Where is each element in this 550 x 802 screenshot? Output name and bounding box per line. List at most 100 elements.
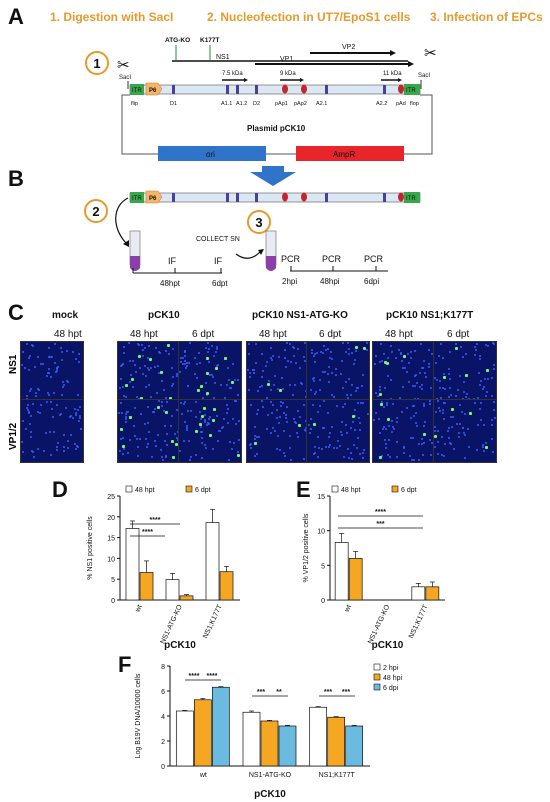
nucleus-dot [327, 412, 330, 415]
nucleus-dot [269, 431, 272, 434]
positive-cell-dot [169, 396, 173, 400]
nucleus-dot [391, 430, 394, 433]
nucleus-dot [265, 397, 268, 400]
nucleus-dot [119, 449, 122, 452]
nucleus-dot [292, 346, 295, 348]
nucleus-dot [34, 391, 37, 394]
nucleus-dot [147, 345, 150, 348]
svg-text:ori: ori [206, 150, 215, 159]
positive-cell-dot [195, 430, 199, 434]
nucleus-dot [382, 405, 385, 408]
y-tick-label: 10 [317, 529, 325, 536]
nucleus-dot [137, 343, 140, 346]
nucleus-dot [375, 411, 378, 414]
nucleus-dot [193, 373, 196, 376]
gene-ns1: NS1 [216, 54, 230, 61]
nucleus-dot [297, 435, 300, 438]
nucleus-dot [139, 438, 142, 441]
nucleus-dot [390, 379, 393, 382]
legend-swatch [391, 485, 399, 493]
nucleus-dot [479, 383, 482, 386]
nucleus-dot [162, 410, 165, 413]
pcr-label-3: PCR [364, 254, 384, 264]
mutation-atg-ko: ATG-KO [165, 37, 190, 44]
nucleus-dot [184, 363, 187, 366]
nucleus-dot [418, 443, 421, 446]
group-ns1-k177t: pCK10 NS1;K177T [386, 310, 474, 321]
nucleus-dot [77, 409, 80, 412]
micrograph-0-2 [178, 341, 242, 405]
nucleus-dot [347, 456, 350, 459]
nucleus-dot [490, 423, 493, 426]
micrograph-0-5 [372, 341, 436, 405]
svg-text:AmpR: AmpR [333, 150, 355, 159]
nucleus-dot [478, 357, 481, 360]
nucleus-dot [282, 402, 285, 405]
nucleus-dot [314, 392, 317, 395]
nucleus-dot [225, 412, 228, 415]
nucleus-dot [493, 417, 496, 420]
positive-cell-dot [297, 423, 301, 427]
nucleus-dot [36, 356, 39, 359]
nucleus-dot [124, 420, 127, 423]
nucleus-dot [190, 455, 193, 458]
nucleus-dot [27, 356, 30, 359]
nucleus-dot [204, 418, 207, 421]
nucleus-dot [330, 358, 333, 361]
nucleus-dot [33, 456, 36, 459]
nucleus-dot [200, 426, 202, 429]
nucleus-dot [65, 349, 68, 352]
nucleus-dot [289, 459, 292, 462]
positive-cell-dot [279, 389, 283, 393]
nucleus-dot [391, 403, 394, 406]
nucleus-dot [309, 418, 312, 421]
nucleus-dot [142, 348, 145, 351]
nucleus-dot [341, 433, 344, 436]
significance-label: *** [324, 689, 332, 696]
positive-cell-dot [312, 423, 316, 427]
svg-text:pAp2: pAp2 [294, 101, 307, 107]
nucleus-dot [310, 349, 313, 352]
step-number-2: 2 [92, 204, 99, 219]
nucleus-dot [193, 356, 196, 359]
nucleus-dot [303, 342, 306, 345]
nucleus-dot [121, 452, 124, 455]
nucleus-dot [435, 411, 438, 414]
nucleus-dot [276, 416, 279, 419]
nucleus-dot [199, 362, 202, 365]
nucleus-dot [184, 401, 187, 404]
nucleus-dot [387, 374, 390, 377]
nucleus-dot [366, 348, 369, 351]
nucleus-dot [396, 440, 399, 443]
nucleus-dot [119, 378, 122, 381]
bar [211, 686, 230, 767]
nucleus-dot [79, 414, 82, 417]
significance-label: *** [342, 689, 350, 696]
nucleus-dot [256, 408, 259, 411]
nucleus-dot [441, 412, 444, 415]
nucleus-dot [255, 342, 258, 345]
nucleus-dot [474, 402, 476, 405]
nucleus-dot [121, 364, 124, 367]
nucleus-dot [443, 372, 446, 375]
step-circle-3 [247, 210, 271, 234]
bar [411, 586, 426, 601]
nucleus-dot [273, 374, 276, 377]
nucleus-dot [346, 447, 349, 450]
nucleus-dot [406, 407, 409, 410]
nucleus-dot [27, 409, 30, 412]
nucleus-dot [172, 382, 175, 385]
nucleus-dot [50, 356, 53, 359]
nucleus-dot [492, 409, 495, 412]
nucleus-dot [413, 459, 416, 462]
nucleus-dot [493, 342, 496, 345]
scissors-icon: ✂ [117, 57, 130, 74]
nucleus-dot [214, 381, 217, 384]
group-mock: mock [52, 310, 79, 321]
nucleus-dot [335, 404, 338, 407]
nucleus-dot [216, 414, 219, 417]
nucleus-dot [289, 342, 292, 345]
nucleus-dot [428, 366, 431, 369]
nucleus-dot [237, 451, 240, 454]
nucleus-dot [463, 434, 466, 437]
